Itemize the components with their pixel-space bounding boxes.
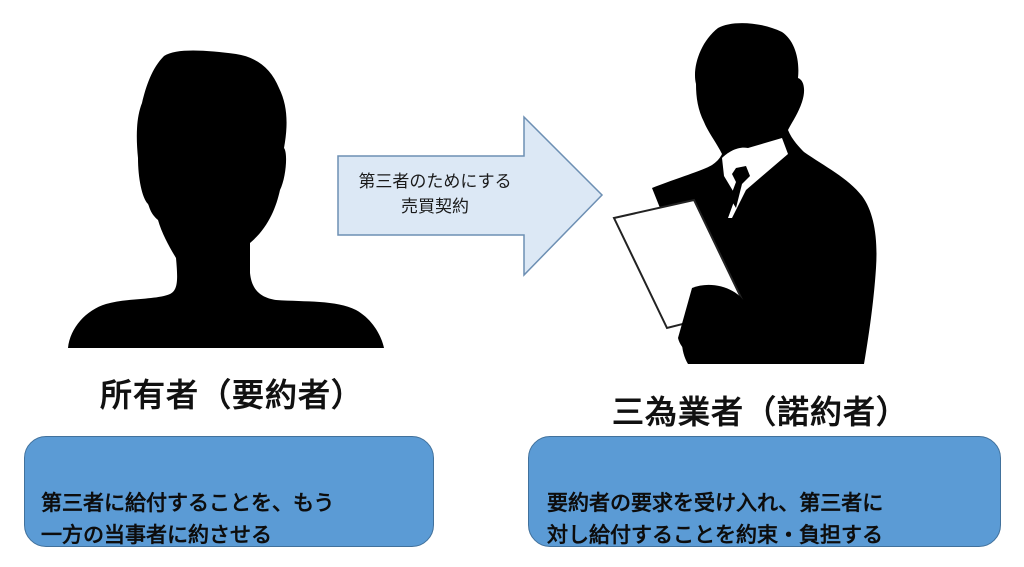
right-party-description-box: 要約者の要求を受け入れ、第三者に 対し給付することを約束・負担する — [528, 436, 1001, 547]
contract-label-line1: 第三者のためにする — [358, 172, 512, 192]
owner-silhouette-icon — [68, 50, 384, 348]
left-party-description: 第三者に給付することを、もう 一方の当事者に約させる — [41, 491, 335, 547]
left-party-title: 所有者（要約者） — [100, 376, 365, 414]
left-party-description-box: 第三者に給付することを、もう 一方の当事者に約させる — [24, 436, 434, 547]
right-party-description: 要約者の要求を受け入れ、第三者に 対し給付することを約束・負担する — [547, 491, 884, 547]
contract-label: 第三者のためにする 売買契約 — [340, 170, 530, 220]
reseller-silhouette-icon — [612, 23, 877, 365]
contract-label-line2: 売買契約 — [401, 197, 469, 217]
right-party-title: 三為業者（諾約者） — [612, 393, 910, 431]
